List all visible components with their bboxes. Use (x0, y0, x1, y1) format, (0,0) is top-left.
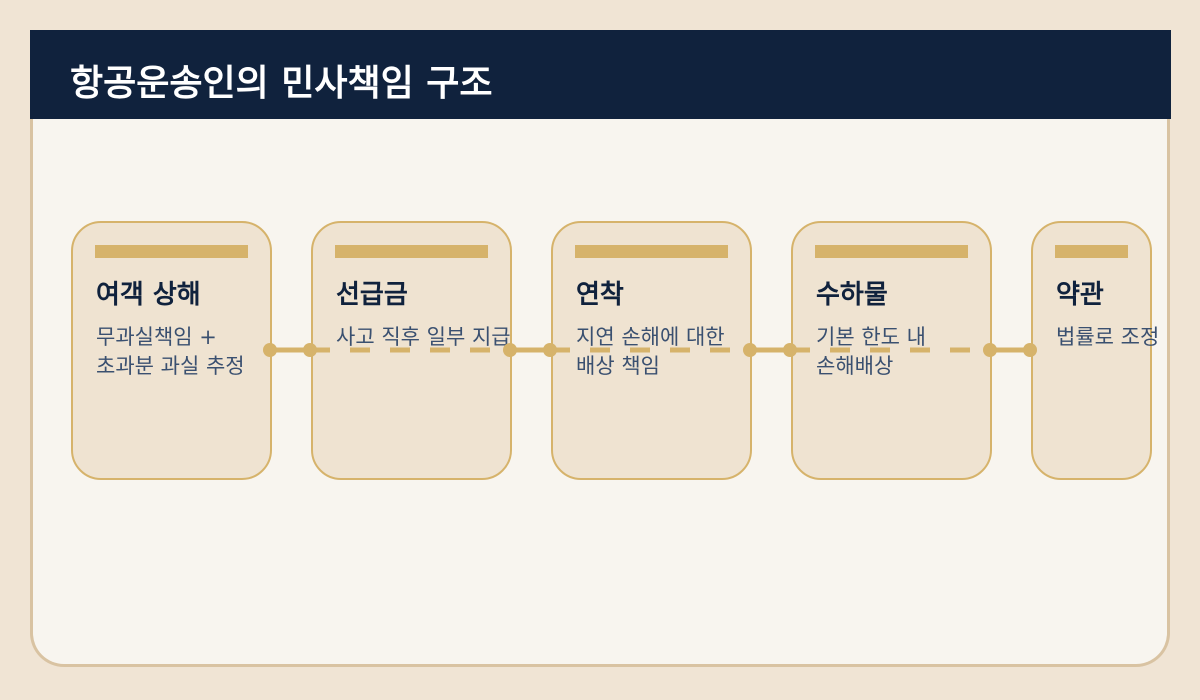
card-title: 여객 상해 (96, 280, 201, 310)
card-delay: 연착 지연 손해에 대한 배상 책임 (551, 221, 752, 480)
page-title: 항공운송인의 민사책임 구조 (70, 63, 493, 104)
card-title: 약관 (1056, 280, 1104, 310)
card-accent-bar (335, 245, 488, 258)
card-title: 연착 (576, 280, 624, 310)
card-description: 무과실책임 + 초과분 과실 추정 (96, 325, 245, 378)
header-bar: 항공운송인의 민사책임 구조 (30, 30, 1171, 119)
card-title: 선급금 (336, 280, 408, 310)
card-description: 기본 한도 내 손해배상 (816, 325, 926, 378)
card-description: 법률로 조정 (1056, 325, 1160, 349)
card-passenger-injury: 여객 상해 무과실책임 + 초과분 과실 추정 (71, 221, 272, 480)
card-accent-bar (815, 245, 968, 258)
card-terms: 약관 법률로 조정 (1031, 221, 1159, 480)
card-title: 수하물 (816, 280, 888, 310)
card-accent-bar (1055, 245, 1128, 258)
card-accent-bar (95, 245, 248, 258)
card-description: 사고 직후 일부 지급 (336, 325, 511, 349)
card-advance-payment: 선급금 사고 직후 일부 지급 (311, 221, 512, 480)
card-accent-bar (575, 245, 728, 258)
card-baggage: 수하물 기본 한도 내 손해배상 (791, 221, 992, 480)
card-description: 지연 손해에 대한 배상 책임 (576, 325, 725, 378)
